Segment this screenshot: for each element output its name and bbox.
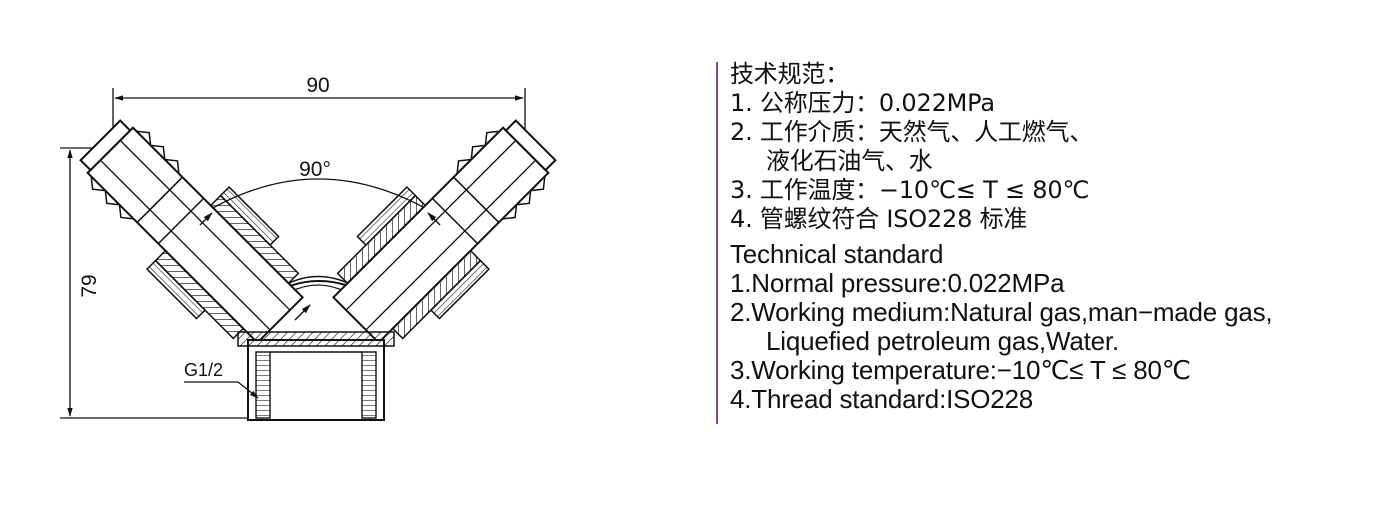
height-dimension-label: 79: [78, 274, 101, 297]
spec-en-item-3: 3.Working temperature:−10℃≤ T ≤ 80℃: [730, 355, 1191, 385]
spec-cn-title: 技术规范：: [730, 60, 849, 88]
angle-label: 90°: [299, 158, 331, 181]
thread-label-leader: [184, 381, 259, 399]
flow-arrows: [199, 212, 441, 321]
width-dimension-label: 90: [306, 74, 329, 97]
spec-cn-item-2: 2. 工作介质：天然气、人工燃气、: [730, 118, 1094, 146]
bottom-threaded-connector: [237, 331, 395, 421]
vertical-divider: [716, 62, 718, 424]
spec-en-item-1: 1.Normal pressure:0.022MPa: [730, 268, 1065, 298]
width-dimension: [112, 88, 526, 148]
right-branch-arm: [331, 119, 557, 345]
thread-size-label: G1/2: [184, 360, 223, 380]
spec-cn-item-4: 4. 管螺纹符合 ISO228 标准: [730, 205, 1028, 233]
spec-cn-item-2-continued: 液化石油气、水: [766, 147, 933, 175]
spec-en-title: Technical standard: [730, 239, 944, 269]
technical-specification: 技术规范： 1. 公称压力：0.022MPa 2. 工作介质：天然气、人工燃气、…: [730, 60, 1380, 414]
left-branch-arm: [79, 119, 305, 345]
y-fitting-technical-drawing: 90 79 90°: [60, 74, 557, 421]
spec-cn-item-1: 1. 公称压力：0.022MPa: [730, 89, 995, 117]
spec-cn-item-3: 3. 工作温度：−10℃≤ T ≤ 80℃: [730, 176, 1090, 204]
spec-en-item-2: 2.Working medium:Natural gas,man−made ga…: [730, 297, 1273, 327]
spec-en-item-4: 4.Thread standard:ISO228: [730, 384, 1034, 414]
spec-en-item-2-continued: Liquefied petroleum gas,Water.: [766, 326, 1119, 356]
